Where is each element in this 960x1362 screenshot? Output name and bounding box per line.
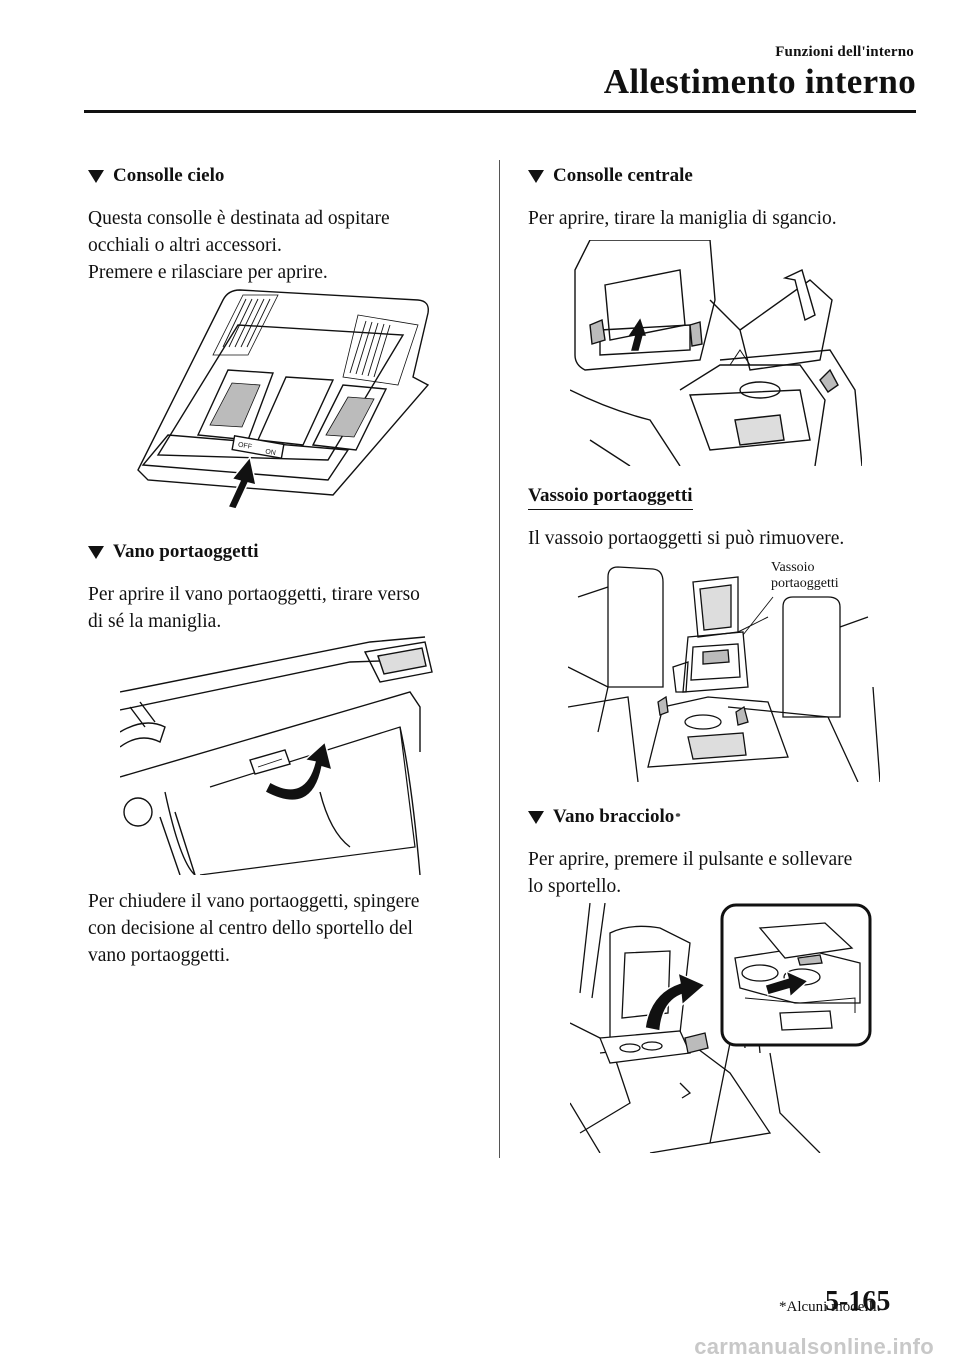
heading-vano-bracciolo: Vano bracciolo* [528, 806, 681, 828]
heading-consolle-centrale: Consolle centrale [528, 165, 693, 187]
page-number: 5-165 [825, 1286, 891, 1317]
paragraph-vano-portaoggetti-open: Per aprire il vano portaoggetti, tirare … [88, 584, 420, 632]
arrow-icon [764, 969, 810, 999]
paragraph-consolle-cielo: Questa consolle è destinata ad ospitare … [88, 208, 390, 283]
column-divider [499, 160, 500, 1158]
arrow-icon [644, 971, 707, 1032]
figure-center-console [570, 240, 862, 466]
heading-consolle-cielo: Consolle cielo [88, 165, 224, 187]
subheading-vassoio: Vassoio portaoggetti [528, 485, 693, 510]
switch-on-label: ON [265, 448, 277, 457]
figure-overhead-console: OFF ON [128, 285, 440, 510]
watermark: carmanualsonline.info [694, 1334, 934, 1359]
paragraph-vano-portaoggetti-close: Per chiudere il vano portaoggetti, sping… [88, 891, 420, 966]
triangle-down-icon [88, 169, 104, 183]
footnote: *Alcuni modelli. [779, 1299, 881, 1315]
figure-glovebox [120, 632, 435, 875]
triangle-down-icon [528, 810, 544, 824]
triangle-down-icon [88, 545, 104, 559]
triangle-down-icon [528, 169, 544, 183]
arrow-icon [226, 455, 257, 510]
header-rule [84, 110, 916, 113]
callout-vassoio: Vassoio portaoggetti [771, 560, 839, 591]
heading-vano-portaoggetti: Vano portaoggetti [88, 541, 259, 563]
figure-storage-tray [568, 557, 880, 782]
chapter-title: Allestimento interno [603, 62, 916, 101]
section-title: Funzioni dell'interno [775, 44, 914, 60]
switch-off-label: OFF [237, 442, 252, 451]
paragraph-vano-bracciolo: Per aprire, premere il pulsante e sollev… [528, 849, 853, 897]
figure-armrest [570, 903, 872, 1153]
arrow-icon [264, 740, 334, 801]
paragraph-vassoio: Il vassoio portaoggetti si può rimuovere… [528, 528, 845, 549]
footnote-mark: * [675, 811, 681, 823]
paragraph-consolle-centrale: Per aprire, tirare la maniglia di sganci… [528, 208, 837, 229]
